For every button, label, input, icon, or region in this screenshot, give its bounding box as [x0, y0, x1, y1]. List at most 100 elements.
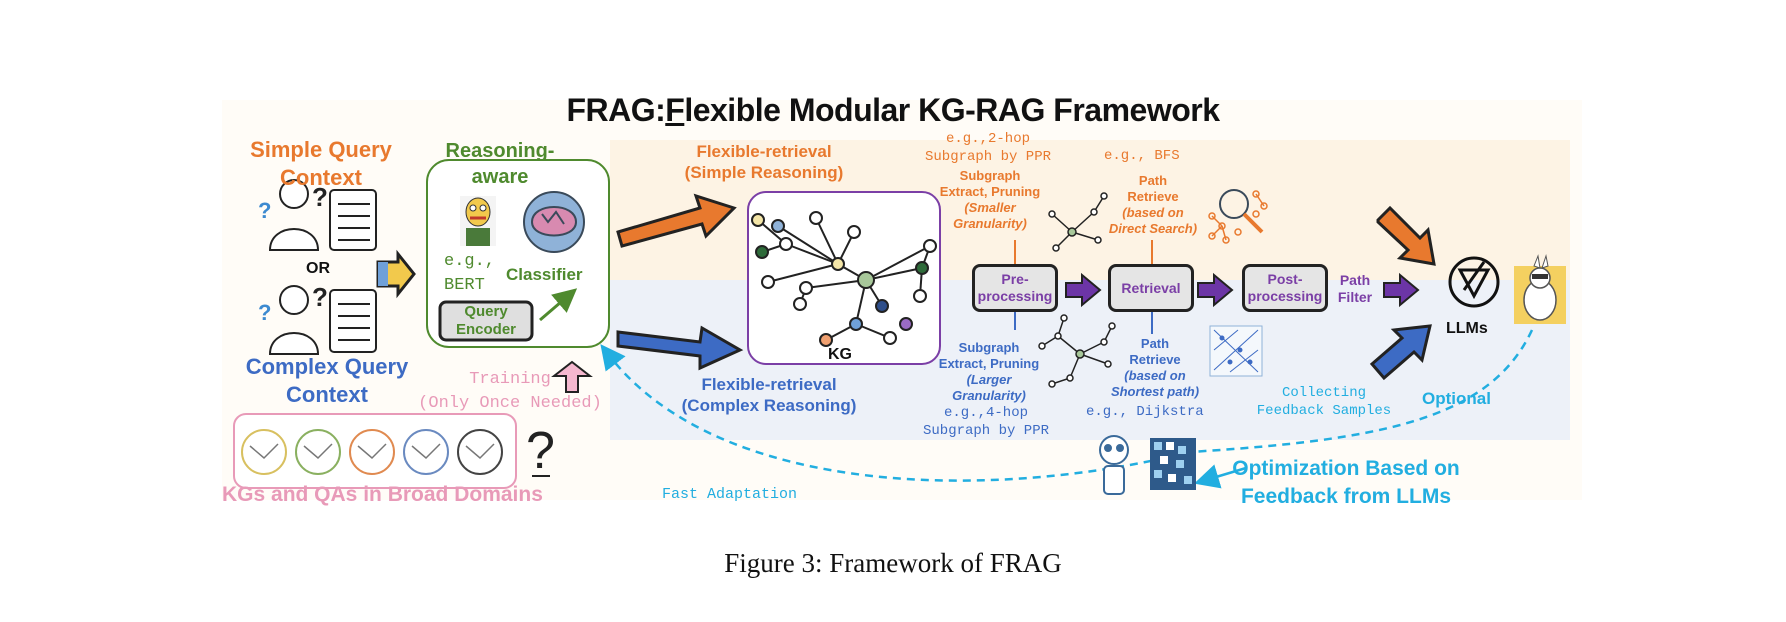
- flex-simple-line1: Flexible-retrieval: [696, 142, 832, 161]
- question-mark-icon: ?: [312, 282, 328, 312]
- path-complex-line4: Shortest path): [1110, 384, 1200, 399]
- blue-arrow-llm: [1369, 324, 1432, 381]
- question-mark-icon: ?: [312, 182, 328, 212]
- diagram-title: FRAG:Flexible Modular KG-RAG Framework: [0, 92, 1786, 129]
- path-complex-line2: Retrieve: [1129, 352, 1181, 367]
- question-mark-icon: ?: [258, 300, 271, 325]
- simple-query-line2: Context: [280, 165, 362, 190]
- purple-arrow-1: [1065, 272, 1102, 308]
- sub-simple-line4: Granularity): [953, 216, 1027, 231]
- complex-query-line1: Complex Query: [245, 354, 409, 379]
- post-line2: processing: [1247, 288, 1323, 304]
- bert-eg-line2: BERT: [444, 276, 485, 295]
- kg-nodes: [751, 211, 937, 347]
- query-encoder-label: Query Encoder: [440, 303, 532, 339]
- eg-4hop-line1: e.g.,4-hop: [943, 405, 1028, 421]
- question-icon: ?: [526, 422, 555, 480]
- sub-simple-line2: Extract, Pruning: [939, 184, 1041, 199]
- sub-complex-line4: Granularity): [952, 388, 1026, 403]
- question-mark-icon: ?: [258, 198, 271, 223]
- encoder-arrow: [539, 288, 578, 322]
- path-filter-label: Path Filter: [1330, 272, 1380, 306]
- training-line2: (Only Once Needed): [418, 394, 602, 413]
- simple-query-label: Simple Query Context: [226, 136, 416, 192]
- optimization-line1: Optimization Based on: [1232, 457, 1460, 480]
- eg-2hop-label: e.g.,2-hop Subgraph by PPR: [900, 130, 1076, 166]
- llm-logo-icon: [1448, 256, 1500, 308]
- reasoning-line2: aware: [471, 166, 529, 188]
- path-complex-line1: Path: [1140, 336, 1170, 351]
- robot-icon: [1099, 435, 1129, 495]
- flex-retrieval-simple-label: Flexible-retrieval (Simple Reasoning): [664, 141, 864, 183]
- flex-complex-line2: (Complex Reasoning): [681, 396, 857, 415]
- feedback-dashed-path: [600, 329, 1534, 482]
- simple-user-icon: [268, 179, 377, 251]
- simple-query-line1: Simple Query: [250, 137, 392, 162]
- title-underlined-letter: F: [665, 92, 685, 128]
- kgs-domains-frame: [233, 413, 517, 489]
- sub-complex-line3: (Larger: [966, 372, 1012, 387]
- pre-line2: processing: [977, 288, 1053, 304]
- complex-query-label: Complex Query Context: [222, 353, 432, 409]
- pre-line1: Pre-: [1001, 271, 1029, 287]
- eg-2hop-line1: e.g.,2-hop: [945, 131, 1030, 147]
- optional-label: Optional: [1422, 389, 1491, 408]
- llama-icon: [1514, 254, 1566, 324]
- subgraph-simple-label: Subgraph Extract, Pruning (Smaller Granu…: [920, 168, 1060, 232]
- path-complex-line3: (based on: [1124, 368, 1186, 383]
- brain-icon: [523, 191, 585, 253]
- complex-query-line2: Context: [286, 382, 368, 407]
- classifier-label: Classifier: [506, 265, 583, 284]
- feedback-to-optimization: [1194, 464, 1247, 489]
- subgraph-small-icon: [1048, 192, 1108, 252]
- kg-label: KG: [828, 346, 852, 363]
- bert-eg-line1: e.g.,: [444, 252, 496, 271]
- orange-arrow-simple: [616, 193, 737, 248]
- figure-caption: Figure 3: Framework of FRAG: [724, 548, 1062, 578]
- optimization-label: Optimization Based on Feedback from LLMs: [1196, 455, 1496, 511]
- path-simple-line3: (based on: [1122, 205, 1184, 220]
- eg-4hop-label: e.g.,4-hop Subgraph by PPR: [896, 404, 1076, 440]
- reasoning-aware-label: Reasoning- aware: [430, 138, 570, 190]
- encoder-line1: Query: [464, 303, 508, 320]
- eg-2hop-line2: Subgraph by PPR: [924, 149, 1052, 165]
- flex-retrieval-complex-label: Flexible-retrieval (Complex Reasoning): [664, 374, 874, 416]
- training-label: Training (Only Once Needed): [388, 368, 632, 416]
- eg-dijkstra-label: e.g., Dijkstra: [1086, 404, 1204, 420]
- path-simple-line4: Direct Search): [1108, 221, 1198, 236]
- network-grid-icon: [1209, 325, 1263, 377]
- reasoning-line1: Reasoning-: [445, 140, 555, 162]
- title-rest: lexible Modular KG-RAG Framework: [684, 92, 1220, 128]
- orange-arrow-llm: [1376, 205, 1436, 266]
- retrieval-box: Retrieval: [1108, 264, 1194, 312]
- complex-user-icon: [268, 285, 377, 355]
- eg-bfs-label: e.g., BFS: [1104, 148, 1180, 164]
- eg-4hop-line2: Subgraph by PPR: [922, 423, 1050, 439]
- search-graph-icon: [1208, 189, 1268, 244]
- optimization-line2: Feedback from LLMs: [1240, 485, 1452, 508]
- purple-arrow-3: [1383, 272, 1420, 308]
- feedback-matrix-icon: [1150, 438, 1196, 490]
- or-label: OR: [306, 260, 330, 277]
- bert-icon: [460, 196, 496, 246]
- llms-label: LLMs: [1446, 320, 1488, 337]
- subgraph-complex-label: Subgraph Extract, Pruning (Larger Granul…: [914, 340, 1064, 404]
- post-line1: Post-: [1267, 271, 1303, 287]
- path-simple-line2: Retrieve: [1127, 189, 1179, 204]
- bert-example-label: e.g., BERT: [444, 250, 495, 298]
- sub-simple-line1: Subgraph: [959, 168, 1021, 183]
- flex-simple-line2: (Simple Reasoning): [684, 163, 844, 182]
- training-line1: Training: [469, 370, 551, 389]
- path-filter-line1: Path: [1339, 272, 1371, 288]
- kg-frame: [747, 191, 941, 365]
- path-complex-label: Path Retrieve (based on Shortest path): [1092, 336, 1218, 400]
- collecting-feedback-label: Collecting Feedback Samples: [1236, 384, 1412, 420]
- path-simple-label: Path Retrieve (based on Direct Search): [1086, 173, 1220, 237]
- sub-complex-line2: Extract, Pruning: [938, 356, 1040, 371]
- preprocessing-box: Pre- processing: [972, 264, 1058, 312]
- training-arrow: [551, 360, 593, 393]
- kgs-domains-label: KGs and QAs in Broad Domains: [222, 483, 543, 506]
- postprocessing-box: Post- processing: [1242, 264, 1328, 312]
- subgraph-large-icon: [1038, 314, 1116, 388]
- sub-complex-line1: Subgraph: [958, 340, 1020, 355]
